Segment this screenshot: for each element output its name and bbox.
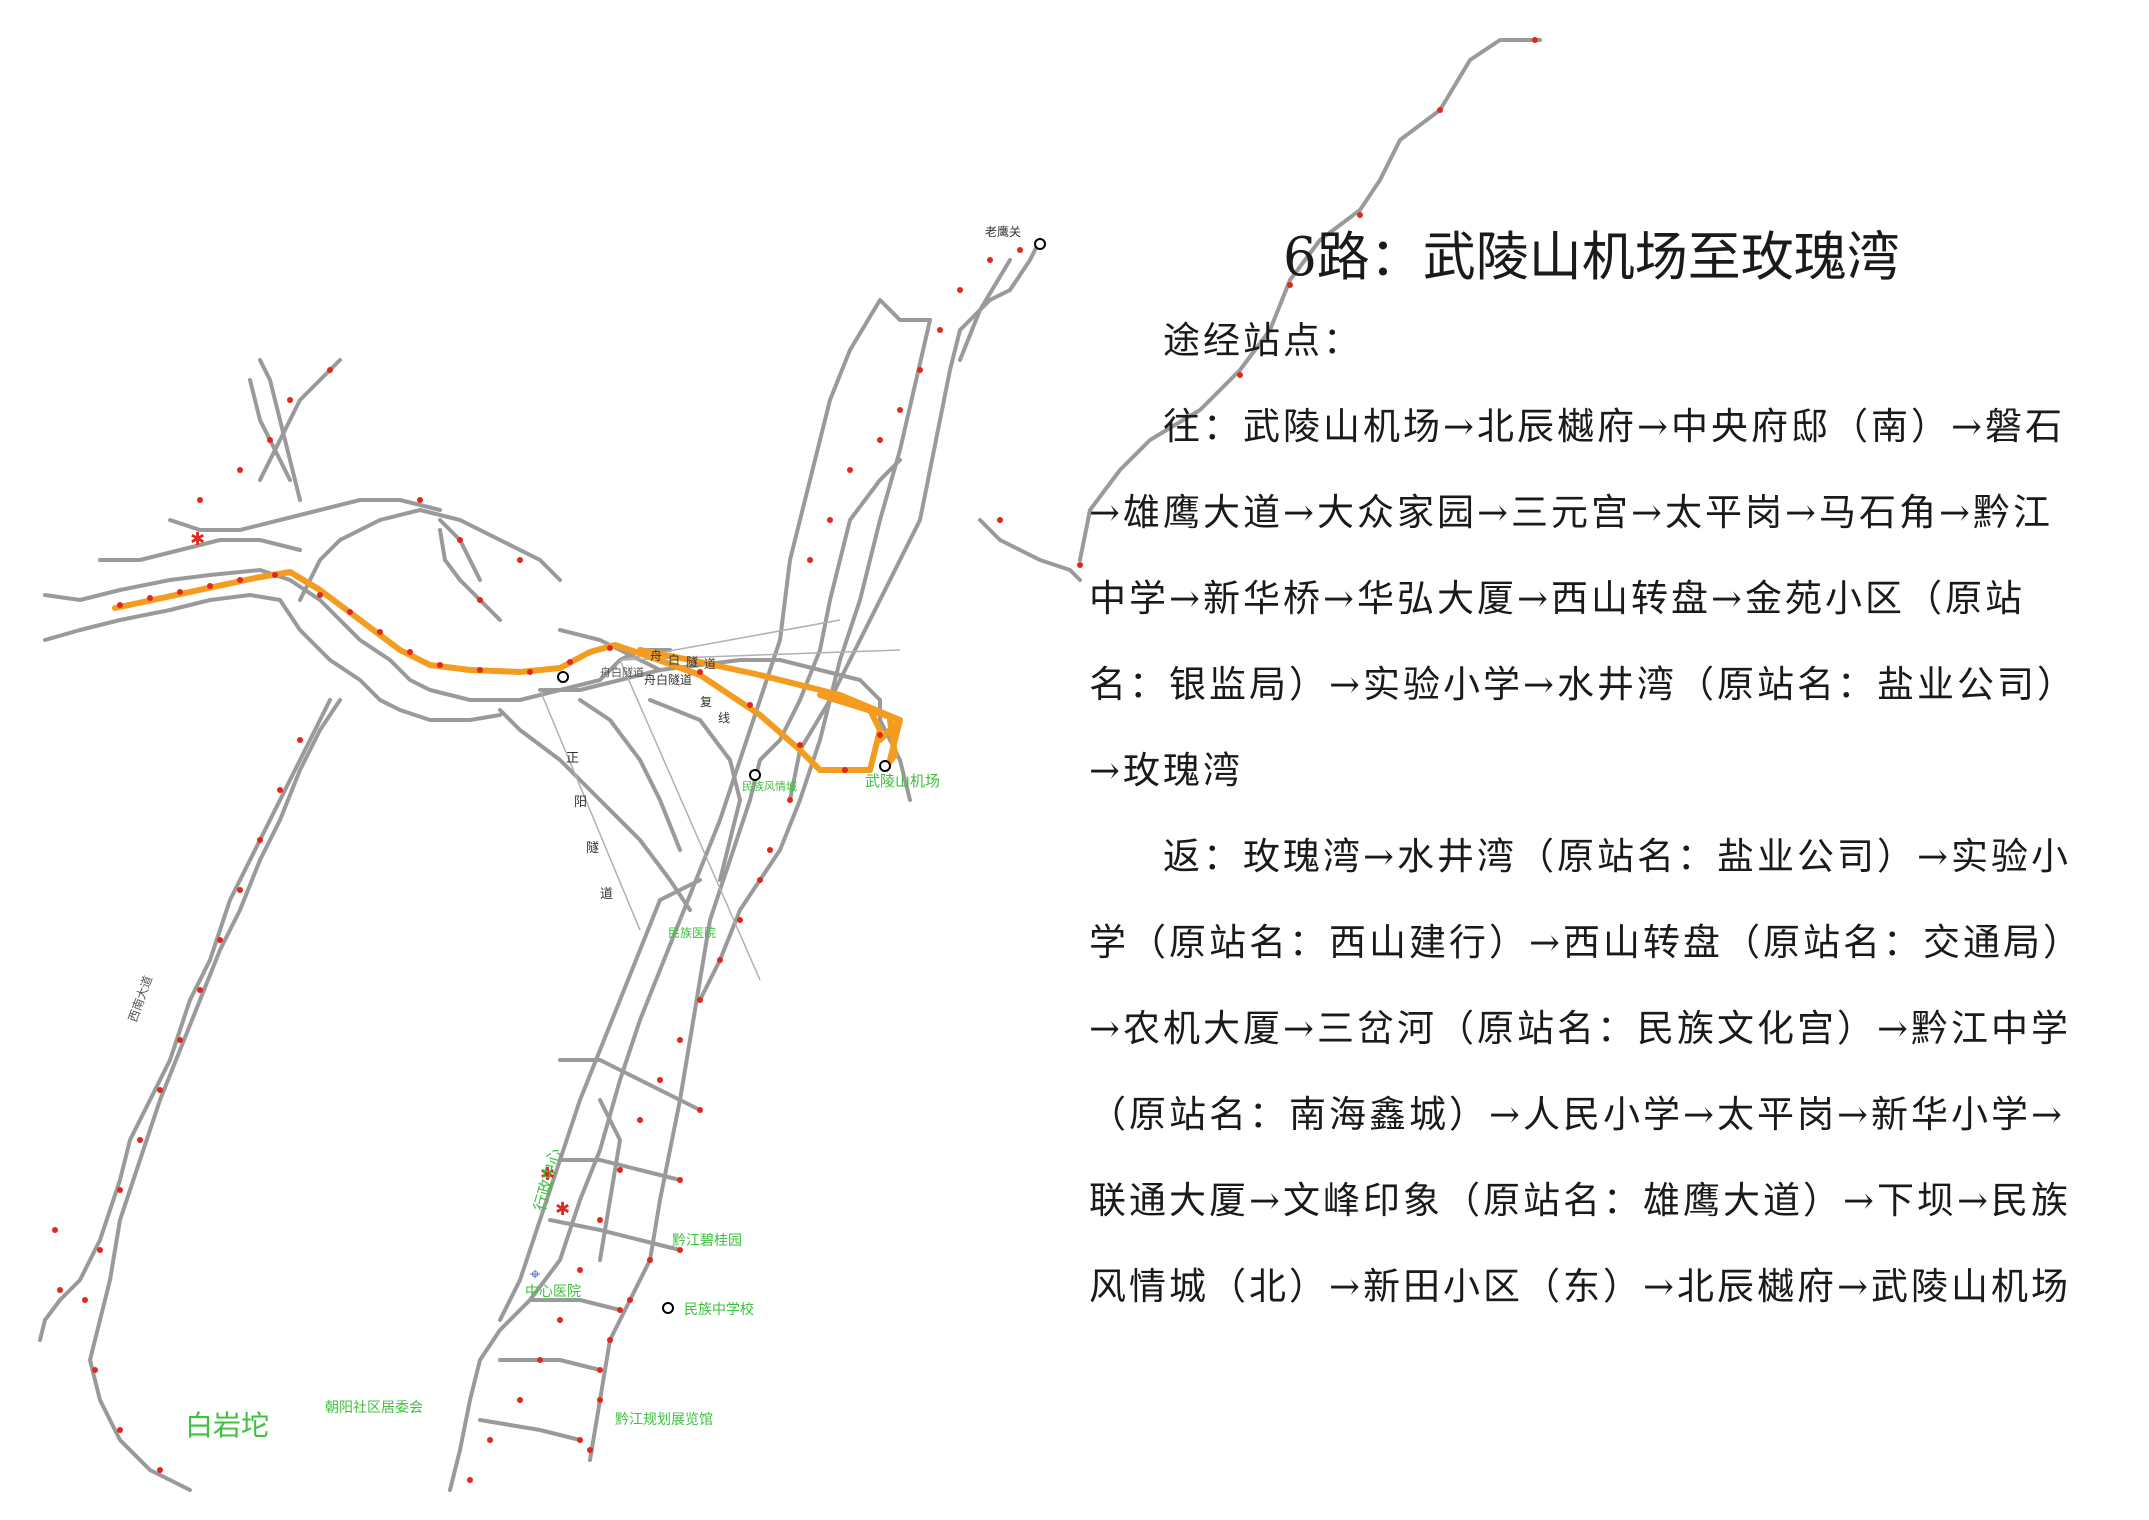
return-stops: 返：玫瑰湾→水井湾（原站名：盐业公司）→实验小学（原站名：西山建行）→西山转盘（…: [1089, 835, 2084, 1308]
road-network: [38, 38, 1542, 1492]
zhongxin-yiyuan-label: 中心医院: [525, 1284, 581, 1300]
route-line[interactable]: [112, 569, 903, 773]
west-road-label: 西南大道: [125, 974, 156, 1024]
hospital-icon: ⌖: [530, 1264, 540, 1285]
zhoubai-char: 白: [668, 652, 680, 667]
airport-label: 武陵山机场: [865, 772, 940, 790]
stops-heading: 途经站点：: [1163, 319, 1363, 362]
west-tunnel-label: 舟白隧道: [600, 665, 644, 679]
star-icon: ✱ ✱ ✱: [190, 529, 570, 1220]
baiyantuo-label: 白岩坨: [185, 1409, 269, 1442]
airport-marker[interactable]: [879, 760, 891, 772]
zhengyang-char: 道: [600, 887, 613, 902]
minzu-zhongxue-label: 民族中学校: [684, 1301, 754, 1318]
fuxian-char: 复: [700, 695, 712, 709]
zhoubai-char: 隧: [686, 654, 698, 669]
svg-text:✱: ✱: [190, 529, 205, 550]
zhengyang-char: 正: [566, 751, 579, 766]
svg-text:✱: ✱: [540, 1164, 555, 1185]
stop-markers: [52, 37, 1538, 1483]
zhoubai-char: 道: [704, 657, 716, 671]
terminus-marker[interactable]: [557, 671, 569, 683]
minzu-zhongxue-marker[interactable]: [662, 1302, 674, 1314]
route-title: 6路：武陵山机场至玫瑰湾: [1283, 227, 1900, 288]
fengqing-label: 民族风情城: [742, 779, 797, 793]
svg-text:✱: ✱: [555, 1199, 570, 1220]
laoyingguan-marker[interactable]: [1034, 238, 1046, 250]
fuxian-label: 舟白隧道: [644, 672, 692, 687]
zhengyang-char: 隧: [586, 840, 599, 856]
outbound-stops: 往：武陵山机场→北辰樾府→中央府邸（南）→磐石→雄鹰大道→大众家园→三元宫→太平…: [1089, 405, 2078, 792]
bigui-yuan-label: 黔江碧桂园: [672, 1233, 742, 1249]
route-stops: 途经站点： 往：武陵山机场→北辰樾府→中央府邸（南）→磐石→雄鹰大道→大众家园→…: [1089, 298, 2089, 1330]
minzu-yiyuan-label: 民族医院: [668, 926, 716, 940]
fengqing-marker[interactable]: [749, 769, 761, 781]
chaoyang-label: 朝阳社区居委会: [325, 1400, 423, 1416]
tunnel-lines: [539, 619, 901, 981]
zhoubai-char: 舟: [650, 649, 662, 663]
guihua-label: 黔江规划展览馆: [615, 1412, 713, 1428]
laoyingguan-label: 老鹰关: [985, 224, 1021, 239]
fuxian-char: 线: [718, 711, 730, 725]
zhengyang-char: 阳: [574, 795, 587, 810]
